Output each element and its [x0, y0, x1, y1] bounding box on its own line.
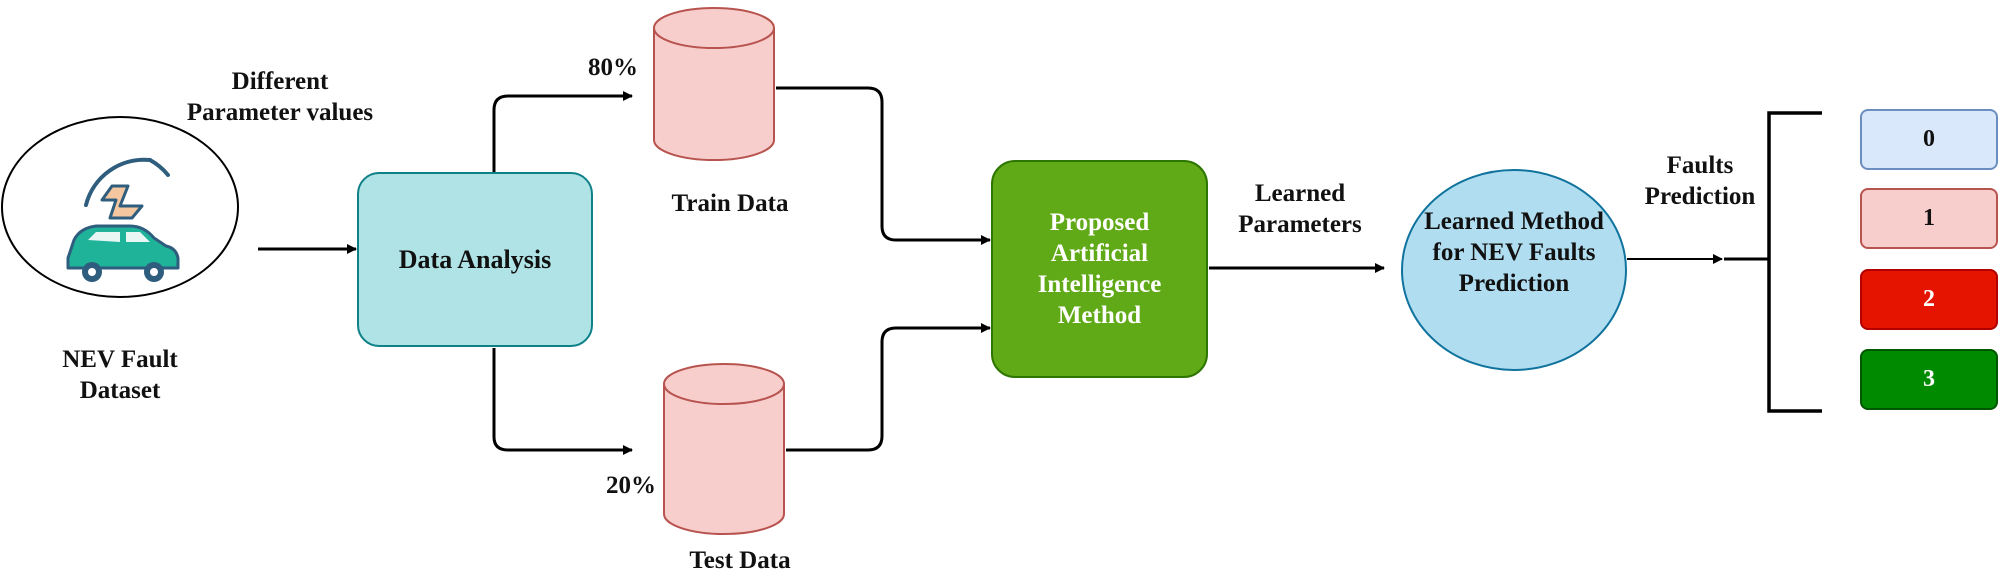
output-class-1-label: 1: [1923, 205, 1935, 231]
learned-parameters-label: Learned Parameters: [1225, 178, 1375, 240]
parameter-values-line2: Parameter values: [186, 99, 374, 126]
output-class-2: 2: [1860, 269, 1998, 330]
parameter-values-label: Different Parameter values: [160, 66, 400, 128]
ai-method-line4: Method: [1057, 302, 1142, 329]
proposed-ai-method-box: Proposed Artificial Intelligence Method: [991, 160, 1208, 378]
output-class-3-label: 3: [1923, 366, 1935, 392]
output-class-0: 0: [1860, 109, 1998, 170]
faults-prediction-label: Faults Prediction: [1630, 150, 1770, 212]
arrow-analysis-to-test: [492, 348, 633, 455]
learned-method-line3: Prediction: [1458, 270, 1570, 297]
output-class-3: 3: [1860, 349, 1998, 410]
test-split-percent: 20%: [606, 472, 656, 499]
arrow-train-to-method: [776, 86, 991, 245]
learned-parameters-line1: Learned: [1254, 180, 1346, 207]
output-bracket: [1767, 111, 1822, 413]
test-data-label: Test Data: [689, 547, 791, 574]
electric-car-lightning-icon: [66, 157, 180, 282]
learned-parameters-line2: Parameters: [1238, 211, 1362, 238]
output-class-2-label: 2: [1923, 286, 1935, 312]
ai-method-line3: Intelligence: [1037, 271, 1162, 298]
data-analysis-box: Data Analysis: [357, 172, 593, 347]
dataset-label-line2: Dataset: [79, 377, 161, 404]
learned-method-label: Learned Method for NEV Faults Prediction: [1404, 206, 1624, 299]
train-data-label: Train Data: [671, 190, 789, 217]
data-analysis-label: Data Analysis: [398, 244, 552, 274]
test-data-cylinder: [663, 363, 785, 535]
arrow-test-to-method: [786, 323, 991, 452]
train-split-percent: 80%: [588, 54, 638, 81]
learned-method-node: [1401, 169, 1627, 371]
learned-method-line1: Learned Method: [1424, 208, 1604, 235]
train-data-cylinder: [653, 7, 775, 161]
dataset-label-line1: NEV Fault: [62, 346, 178, 373]
faults-prediction-line1: Faults: [1666, 152, 1734, 179]
ai-method-line1: Proposed: [1049, 209, 1150, 236]
faults-prediction-line2: Prediction: [1644, 183, 1756, 210]
parameter-values-line1: Different: [231, 68, 329, 95]
arrow-analysis-to-train: [492, 91, 633, 172]
output-class-1: 1: [1860, 188, 1998, 249]
output-class-0-label: 0: [1923, 126, 1935, 152]
learned-method-line2: for NEV Faults: [1432, 239, 1596, 266]
dataset-label: NEV Fault Dataset: [40, 344, 200, 406]
ai-method-line2: Artificial: [1050, 240, 1149, 267]
